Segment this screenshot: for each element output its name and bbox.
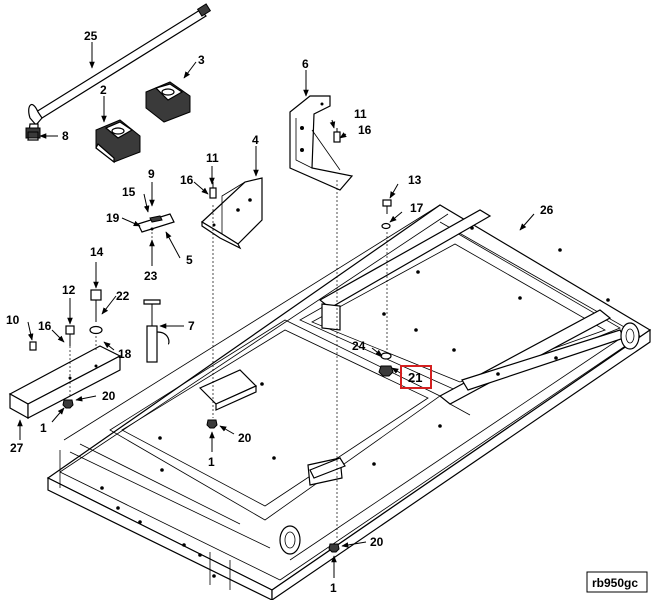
hardware (27, 128, 394, 553)
callout-9[interactable]: 9 (148, 167, 155, 181)
callout-1-left[interactable]: 1 (40, 421, 47, 435)
callout-5[interactable]: 5 (186, 253, 193, 267)
callout-13[interactable]: 13 (408, 173, 422, 187)
callout-11-right[interactable]: 11 (354, 107, 367, 121)
callout-25[interactable]: 25 (84, 29, 98, 43)
callout-15[interactable]: 15 (122, 185, 136, 199)
main-frame (46, 204, 652, 600)
callout-14[interactable]: 14 (90, 245, 104, 259)
callout-24[interactable]: 24 (352, 339, 366, 353)
callout-1-center[interactable]: 1 (208, 455, 215, 469)
callout-27[interactable]: 27 (10, 441, 24, 455)
callout-3[interactable]: 3 (198, 53, 205, 67)
mount-part-3 (145, 81, 191, 123)
callout-22[interactable]: 22 (116, 289, 130, 303)
callout-20-bottom[interactable]: 20 (370, 535, 384, 549)
figure-code: rb950gc (592, 576, 638, 590)
callouts: 25 2 3 4 6 8 11 16 11 16 13 17 26 9 15 1… (6, 29, 554, 595)
callout-2[interactable]: 2 (100, 83, 107, 97)
holder-part-9 (137, 213, 175, 233)
highlight-box (400, 365, 432, 389)
callout-1-bottom[interactable]: 1 (330, 581, 337, 595)
callout-11-left[interactable]: 11 (206, 151, 219, 165)
frame-holes (100, 226, 610, 578)
callout-12[interactable]: 12 (62, 283, 76, 297)
pump-part-7 (143, 299, 170, 363)
callout-8[interactable]: 8 (62, 129, 69, 143)
callout-21-highlight[interactable]: 21 (400, 365, 432, 389)
callout-26[interactable]: 26 (540, 203, 554, 217)
callout-7[interactable]: 7 (188, 319, 195, 333)
callout-21[interactable]: 21 (408, 370, 422, 385)
callout-6[interactable]: 6 (302, 57, 309, 71)
mount-part-2 (95, 119, 141, 164)
leader-lines (17, 42, 535, 578)
hose-part (25, 3, 212, 141)
callout-20-left[interactable]: 20 (102, 389, 116, 403)
callout-17[interactable]: 17 (410, 201, 424, 215)
callout-23[interactable]: 23 (144, 269, 158, 283)
callout-10[interactable]: 10 (6, 313, 20, 327)
callout-16-right[interactable]: 16 (358, 123, 372, 137)
callout-18[interactable]: 18 (118, 347, 132, 361)
bracket-part-6 (289, 95, 354, 191)
callout-16-left[interactable]: 16 (180, 173, 194, 187)
callout-20-center[interactable]: 20 (238, 431, 252, 445)
bracket-part-4 (201, 177, 263, 250)
callout-16-lower[interactable]: 16 (38, 319, 52, 333)
callout-4[interactable]: 4 (252, 133, 259, 147)
callout-19[interactable]: 19 (106, 211, 120, 225)
figure-code-box: rb950gc (586, 571, 648, 593)
